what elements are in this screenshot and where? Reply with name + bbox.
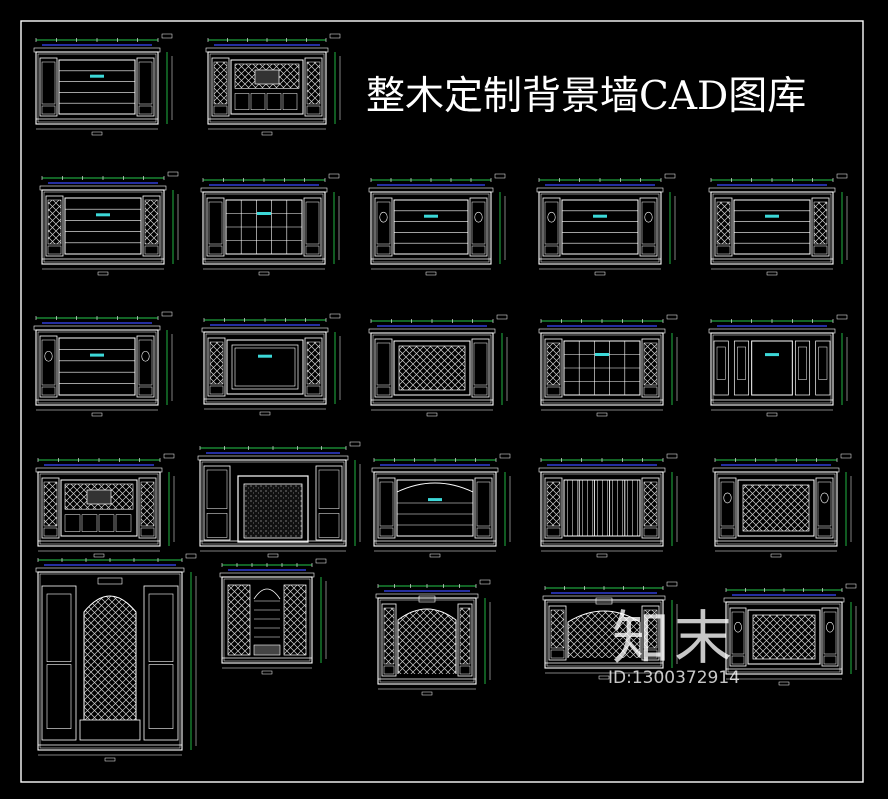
elevation-drawing — [723, 583, 857, 686]
watermark-logo: 知末 — [612, 604, 737, 672]
elevation-drawing — [35, 453, 175, 558]
elevation-drawing — [219, 558, 327, 675]
page-title: 整木定制背景墙CAD图库 — [366, 74, 807, 119]
elevation-drawing — [542, 581, 678, 680]
elevation-drawing — [712, 453, 852, 558]
watermark-id: ID:1300372914 — [608, 668, 740, 688]
watermark: 知末 ID:1300372914 — [608, 604, 740, 688]
elevation-drawing — [538, 453, 678, 558]
sheet-border — [20, 20, 864, 783]
elevation-drawings-group — [33, 33, 857, 762]
elevation-drawing — [371, 453, 511, 558]
elevation-drawing — [368, 173, 506, 276]
elevation-drawing — [33, 33, 173, 136]
elevation-drawing — [39, 171, 179, 276]
elevation-drawing — [35, 553, 197, 762]
elevation-drawing — [33, 311, 173, 417]
elevation-drawing — [536, 173, 676, 276]
elevation-drawing — [205, 33, 341, 136]
elevation-drawing — [200, 173, 340, 276]
elevation-drawing — [708, 314, 848, 417]
elevation-drawing — [708, 173, 848, 276]
elevation-drawing — [375, 579, 491, 696]
elevation-drawing — [197, 441, 361, 558]
elevation-drawing — [368, 314, 508, 417]
elevation-drawing — [201, 313, 341, 416]
elevation-drawing — [538, 314, 678, 417]
